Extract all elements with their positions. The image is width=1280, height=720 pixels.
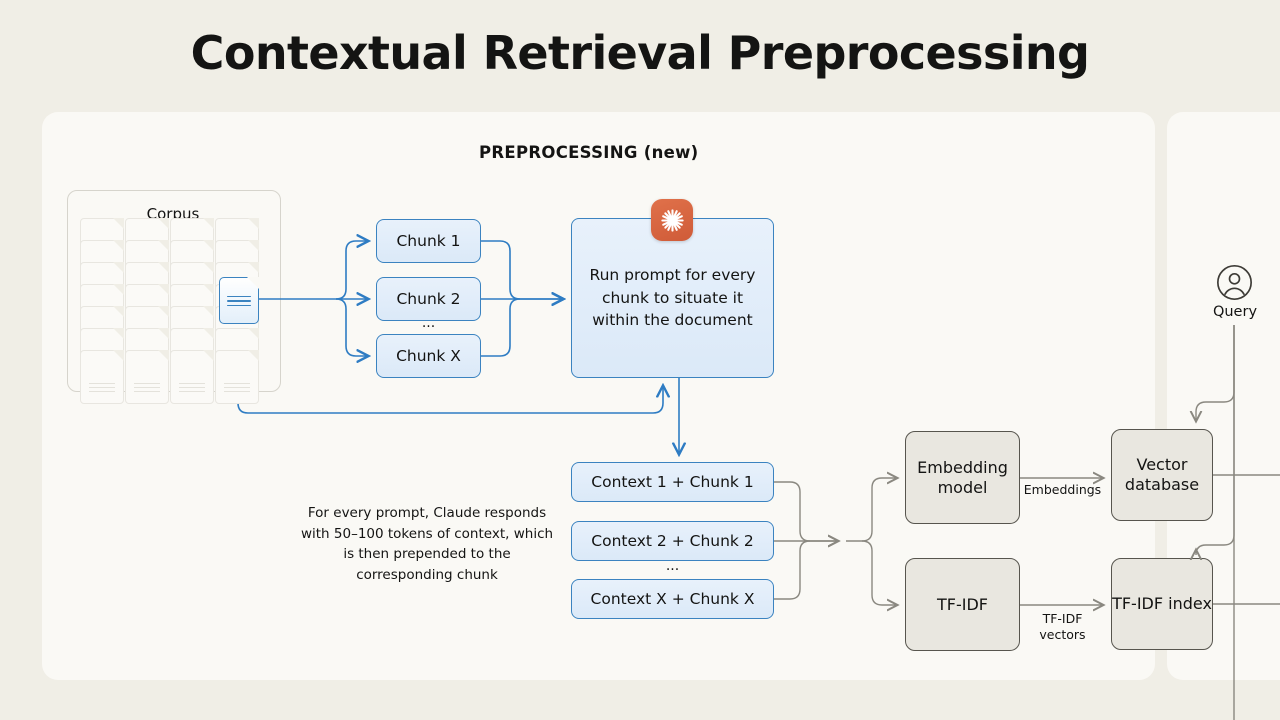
- tfidf-label: TF-IDF: [937, 594, 988, 614]
- tfidf-index-label: TF-IDF index: [1112, 594, 1212, 613]
- corpus-document-ghost: [125, 350, 169, 404]
- embedding-model-label: Embedding model: [917, 457, 1008, 497]
- chunk-box-1[interactable]: Chunk 1: [376, 219, 481, 263]
- document-fold: [247, 277, 259, 289]
- corpus-document-ghost: [170, 350, 214, 404]
- page-title: Contextual Retrieval Preprocessing: [190, 26, 1090, 80]
- corpus-document-lines: [89, 383, 115, 395]
- contexts-ellipsis: ...: [665, 558, 680, 574]
- preprocessing-heading: PREPROCESSING (new): [479, 143, 699, 162]
- tfidf-index-box[interactable]: TF-IDF index: [1111, 558, 1213, 650]
- context-chunk-label: Context 1 + Chunk 1: [591, 473, 754, 491]
- chunks-ellipsis: ...: [421, 315, 436, 331]
- annotation-note: For every prompt, Claude responds with 5…: [300, 505, 554, 583]
- query-label: Query: [1212, 304, 1258, 320]
- corpus-document-ghost: [80, 350, 124, 404]
- context-chunk-label: Context X + Chunk X: [590, 590, 755, 608]
- corpus-document-lines: [134, 383, 160, 395]
- tfidf-vectors-edge-label: TF-IDF vectors: [1039, 611, 1086, 643]
- embedding-model-box[interactable]: Embedding model: [905, 431, 1020, 524]
- prompt-box[interactable]: Run prompt for every chunk to situate it…: [571, 218, 774, 378]
- context-chunk-label: Context 2 + Chunk 2: [591, 532, 754, 550]
- embeddings-edge-label: Embeddings: [1023, 482, 1102, 497]
- context-chunk-box-2[interactable]: Context 2 + Chunk 2: [571, 521, 774, 561]
- vector-database-box[interactable]: Vector database: [1111, 429, 1213, 521]
- chunk-label: Chunk 1: [396, 232, 461, 250]
- context-chunk-box-1[interactable]: Context 1 + Chunk 1: [571, 462, 774, 502]
- document-icon[interactable]: [219, 277, 259, 324]
- chunk-label: Chunk X: [396, 347, 461, 365]
- prompt-box-text: Run prompt for every chunk to situate it…: [589, 265, 756, 330]
- corpus-document-lines: [179, 383, 205, 395]
- claude-burst-icon: [651, 199, 693, 241]
- corpus-document-ghost: [215, 350, 259, 404]
- chunk-box-x[interactable]: Chunk X: [376, 334, 481, 378]
- chunk-label: Chunk 2: [396, 290, 461, 308]
- context-chunk-box-x[interactable]: Context X + Chunk X: [571, 579, 774, 619]
- user-circle-icon: [1216, 264, 1253, 301]
- document-lines: [227, 296, 251, 309]
- vector-database-label: Vector database: [1124, 455, 1200, 494]
- chunk-box-2[interactable]: Chunk 2: [376, 277, 481, 321]
- corpus-document-lines: [224, 383, 250, 395]
- tfidf-box[interactable]: TF-IDF: [905, 558, 1020, 651]
